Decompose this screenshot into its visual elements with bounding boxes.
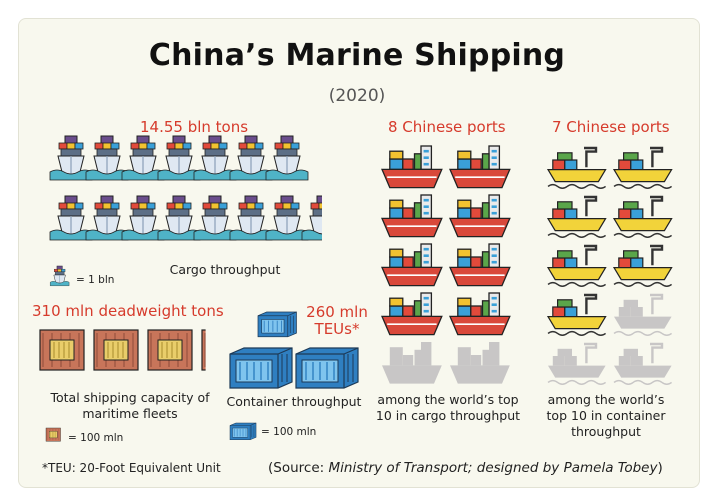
teu-headline-1: 260 mln: [306, 303, 368, 321]
teu-caption: Container throughput: [226, 394, 362, 409]
cruise-ship-icon: [50, 265, 70, 286]
shipping-container-icon: [229, 422, 257, 441]
cruise-ship-icon: [121, 135, 165, 181]
cruise-ship-icon: [229, 195, 273, 241]
cruise-ship-icon: [265, 135, 309, 181]
container-ship-icon: [546, 146, 607, 189]
container-ports-caption-3: throughput: [571, 424, 641, 439]
container-ship-placeholder-icon: [547, 342, 607, 385]
source-close: ): [657, 460, 663, 476]
cargo-container-icon: [45, 427, 61, 442]
cargo-ship-icon: [381, 194, 443, 238]
cargo-ship-icon: [449, 194, 511, 238]
cargo-ship-icon: [381, 243, 443, 287]
cruise-ship-icon: [157, 135, 201, 181]
cargo-headline: 14.55 bln tons: [140, 118, 249, 136]
cargo-ship-icon: [449, 292, 511, 336]
cruise-ship-icon: [49, 135, 93, 181]
cargo-ports-headline: 8 Chinese ports: [388, 118, 506, 136]
cargo-ship-icon: [381, 292, 443, 336]
cargo-container-icon: [93, 329, 139, 371]
shipping-container-icon: [229, 347, 293, 389]
cruise-ship-icon: [85, 135, 129, 181]
source-note: (Source: Ministry of Transport; designed…: [268, 460, 663, 476]
cargo-ship-icon: [381, 145, 443, 189]
cruise-ship-icon: [229, 135, 273, 181]
shipping-container-icon: [295, 347, 359, 389]
shipping-container-icon: [257, 311, 297, 338]
footnote: *TEU: 20-Foot Equivalent Unit: [42, 461, 221, 475]
cargo-legend-text: = 1 bln: [76, 274, 115, 286]
teu-headline-2: TEUs*: [314, 320, 360, 338]
cargo-ship-icon: [449, 145, 511, 189]
container-ship-icon: [546, 195, 607, 238]
container-ports-caption-1: among the world’s: [547, 392, 665, 407]
cargo-ship-placeholder-icon: [450, 342, 510, 384]
cargo-container-icon: [201, 329, 206, 371]
container-ports-headline: 7 Chinese ports: [552, 118, 670, 136]
teu-legend-text: = 100 mln: [261, 426, 317, 438]
container-ports-caption-2: top 10 in container: [546, 408, 666, 423]
year-subtitle: (2020): [328, 86, 386, 106]
cargo-container-icon: [147, 329, 193, 371]
page-title: China’s Marine Shipping: [148, 38, 566, 73]
cruise-ship-icon: [301, 195, 322, 241]
cruise-ship-icon: [265, 195, 309, 241]
cargo-caption: Cargo throughput: [169, 262, 281, 277]
container-ship-icon: [612, 195, 673, 238]
source-open: (Source:: [268, 460, 329, 476]
fleet-legend-text: = 100 mln: [68, 432, 124, 444]
container-ship-placeholder-icon: [613, 342, 673, 385]
cruise-ship-icon: [193, 135, 237, 181]
fleet-caption-1: Total shipping capacity of: [50, 390, 210, 405]
fleet-caption-2: maritime fleets: [82, 406, 178, 421]
cargo-ship-icon: [449, 243, 511, 287]
container-ship-icon: [546, 293, 607, 336]
container-ship-icon: [546, 244, 607, 287]
container-ship-icon: [612, 244, 673, 287]
container-ship-placeholder-icon: [613, 293, 673, 336]
cruise-ship-icon: [157, 195, 201, 241]
cruise-ship-icon: [121, 195, 165, 241]
cargo-container-icon: [39, 329, 85, 371]
cargo-ports-caption-1: among the world’s top: [377, 392, 519, 407]
cargo-ports-caption-2: 10 in cargo throughput: [375, 408, 521, 423]
source-italic: Ministry of Transport; designed by Pamel…: [328, 460, 658, 476]
fleet-headline: 310 mln deadweight tons: [32, 302, 224, 320]
container-ship-icon: [612, 146, 673, 189]
cargo-ship-placeholder-icon: [382, 342, 442, 384]
cruise-ship-icon: [49, 195, 93, 241]
cruise-ship-icon: [85, 195, 129, 241]
